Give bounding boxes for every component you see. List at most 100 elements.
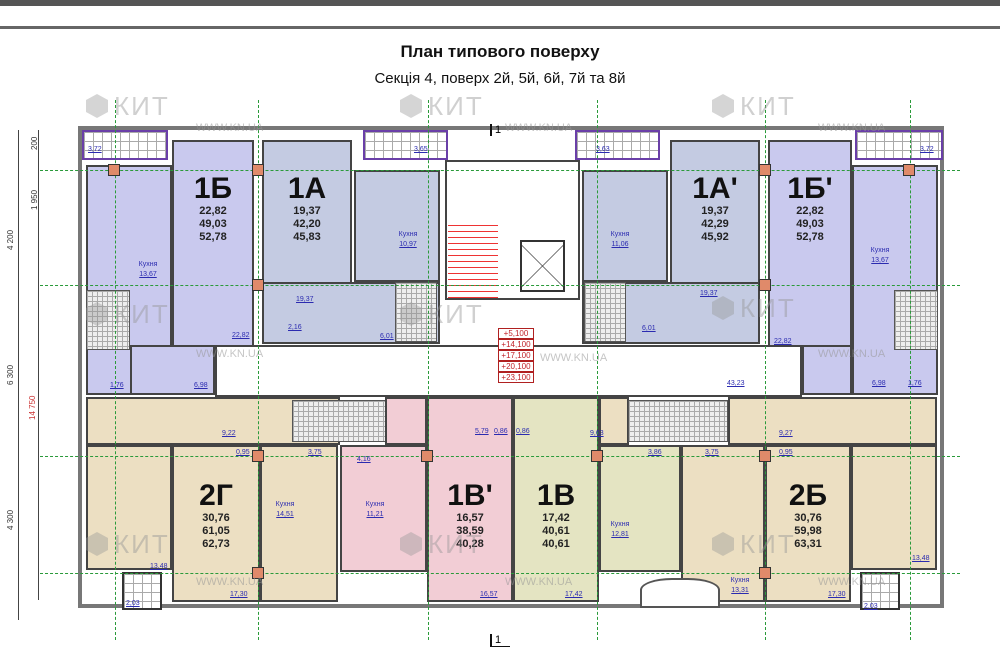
area-label: 6,98 bbox=[872, 380, 886, 387]
column bbox=[252, 567, 264, 579]
column bbox=[759, 567, 771, 579]
watermark-url: WWW.KN.UA bbox=[505, 122, 573, 134]
watermark-logo: КИТ bbox=[712, 92, 796, 120]
area-label: 9,22 bbox=[222, 430, 236, 437]
dimension-line bbox=[18, 130, 19, 620]
area-label: 9,63 bbox=[590, 430, 604, 437]
watermark-url: WWW.KN.UA bbox=[818, 122, 886, 134]
window-top-bar bbox=[0, 0, 1000, 6]
dimension-label: 4 200 bbox=[6, 229, 15, 250]
watermark-logo: КИТ bbox=[400, 92, 484, 120]
dimension-label: 200 bbox=[30, 136, 39, 150]
grid-axis bbox=[115, 100, 116, 640]
grid-axis bbox=[910, 100, 911, 640]
area-label: 3,72 bbox=[88, 146, 102, 153]
watermark-url: WWW.KN.UA bbox=[196, 122, 264, 134]
room-1v bbox=[513, 397, 599, 602]
room-2g bbox=[172, 445, 260, 602]
grid-axis bbox=[40, 170, 960, 171]
hall-1v-prime bbox=[385, 397, 427, 445]
area-label: 3,65 bbox=[414, 146, 428, 153]
kitchen-1v bbox=[599, 445, 681, 572]
area-label: 2,03 bbox=[126, 600, 140, 607]
hall-2b bbox=[728, 397, 937, 445]
room-2b-side bbox=[851, 445, 937, 570]
column bbox=[903, 164, 915, 176]
hall-1b-prime bbox=[802, 345, 852, 395]
grid-axis bbox=[765, 100, 766, 640]
column bbox=[759, 279, 771, 291]
column bbox=[252, 450, 264, 462]
column bbox=[108, 164, 120, 176]
area-label: 4,16 bbox=[357, 456, 371, 463]
area-label: 3,75 bbox=[705, 449, 719, 456]
grid-axis bbox=[40, 285, 960, 286]
toolbar-divider bbox=[0, 26, 1000, 29]
column bbox=[759, 450, 771, 462]
kitchen-1a bbox=[354, 170, 440, 282]
area-label: 17,30 bbox=[828, 591, 846, 598]
dimension-line bbox=[38, 130, 39, 600]
hall-1b bbox=[130, 345, 215, 395]
elevation-mark: +14,100 bbox=[498, 339, 534, 350]
area-label: 0,95 bbox=[236, 449, 250, 456]
area-label: 43,23 bbox=[727, 380, 745, 387]
area-label: 3,72 bbox=[920, 146, 934, 153]
bathroom bbox=[894, 290, 938, 350]
area-label: 16,57 bbox=[480, 591, 498, 598]
area-label: 0,86 bbox=[494, 428, 508, 435]
elevation-mark: +20,100 bbox=[498, 361, 534, 372]
watermark-logo: КИТ bbox=[712, 530, 796, 558]
watermark-logo: КИТ bbox=[86, 530, 170, 558]
area-label: 13,48 bbox=[150, 563, 168, 570]
dimension-label: 1 950 bbox=[30, 189, 39, 210]
area-label: 1,76 bbox=[110, 382, 124, 389]
watermark-url: WWW.KN.UA bbox=[196, 348, 264, 360]
bathroom bbox=[292, 400, 388, 442]
area-label: 2,03 bbox=[864, 603, 878, 610]
watermark-logo: КИТ bbox=[400, 300, 484, 328]
area-label: 3,63 bbox=[596, 146, 610, 153]
watermark-url: WWW.KN.UA bbox=[196, 576, 264, 588]
watermark-logo: КИТ bbox=[400, 530, 484, 558]
column bbox=[591, 450, 603, 462]
area-label: 22,82 bbox=[774, 338, 792, 345]
dimension-label: 6 300 bbox=[6, 364, 15, 385]
dimension-label: 14 750 bbox=[28, 395, 37, 420]
elevator bbox=[520, 240, 565, 292]
kitchen-2g bbox=[260, 445, 338, 602]
area-label: 17,42 bbox=[565, 591, 583, 598]
balcony bbox=[82, 130, 168, 160]
area-label: 17,30 bbox=[230, 591, 248, 598]
area-label: 2,16 bbox=[288, 324, 302, 331]
section-mark-bottom: 1 bbox=[490, 634, 510, 647]
plan-title: План типового поверху bbox=[400, 42, 600, 61]
column bbox=[759, 164, 771, 176]
bathroom bbox=[584, 282, 626, 342]
area-label: 19,37 bbox=[700, 290, 718, 297]
entrance-canopy bbox=[640, 578, 720, 608]
balcony bbox=[363, 130, 448, 160]
watermark-logo: КИТ bbox=[86, 300, 170, 328]
kitchen-2b bbox=[681, 445, 765, 602]
area-label: 1,76 bbox=[908, 380, 922, 387]
column bbox=[252, 164, 264, 176]
column bbox=[252, 279, 264, 291]
balcony bbox=[122, 572, 162, 610]
area-label: 3,75 bbox=[308, 449, 322, 456]
area-label: 6,01 bbox=[380, 333, 394, 340]
room-1b bbox=[172, 140, 254, 347]
balcony bbox=[860, 572, 900, 610]
watermark-url: WWW.KN.UA bbox=[505, 576, 573, 588]
